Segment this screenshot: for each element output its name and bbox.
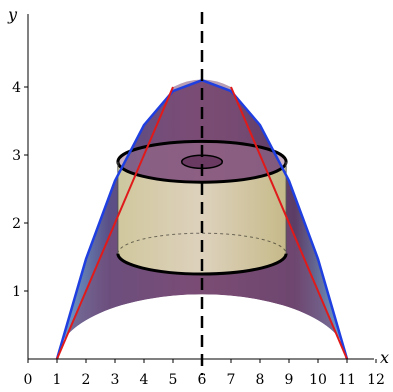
shell-bottom-rim (116, 253, 288, 276)
x-tick-label: 2 (82, 372, 91, 388)
curve-lines-layer (55, 12, 349, 375)
x-tick-label: 1 (53, 372, 62, 388)
x-tick-label: 11 (338, 372, 356, 388)
y-tick-label: 3 (12, 148, 21, 164)
cylindrical-shell-layer (116, 139, 288, 276)
x-tick-label: 10 (309, 372, 327, 388)
x-tick-label: 12 (367, 372, 385, 388)
x-tick-label: 9 (285, 372, 294, 388)
x-tick-label: 4 (140, 372, 149, 388)
y-axis-label: y (7, 5, 18, 24)
inner-line-1 (56, 86, 174, 360)
y-tick-label: 2 (12, 216, 21, 232)
inner-line-2 (230, 86, 348, 360)
y-tick-label: 1 (12, 284, 21, 300)
x-axis-label: x (380, 348, 389, 367)
x-tick-label: 8 (256, 372, 265, 388)
x-tick-label: 7 (227, 372, 236, 388)
shell-outer-wall (117, 161, 287, 274)
x-tick-label: 5 (169, 372, 178, 388)
x-tick-label: 6 (198, 372, 207, 388)
y-tick-label: 4 (12, 80, 21, 96)
x-tick-label: 3 (111, 372, 120, 388)
x-tick-label: 0 (24, 372, 33, 388)
shell-bottom-rim-back (117, 232, 287, 254)
